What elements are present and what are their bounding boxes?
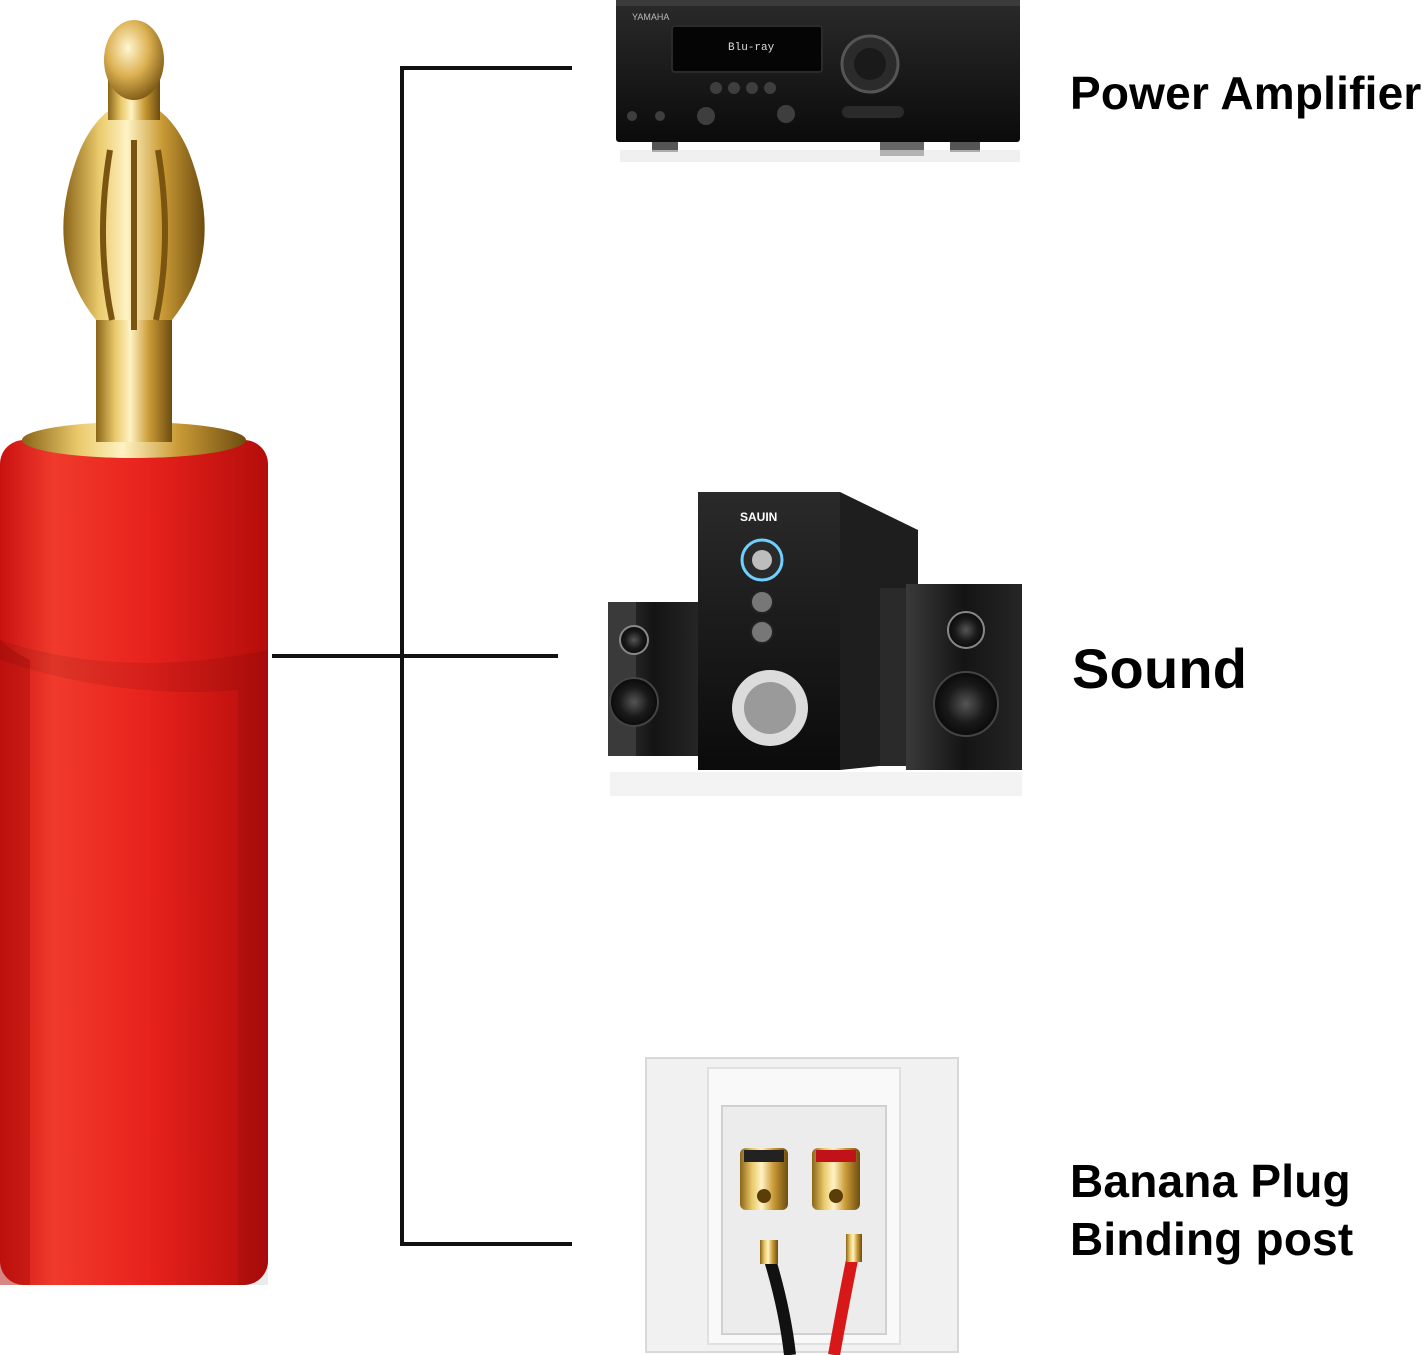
label-binding-post: Banana Plug Binding post <box>1070 1152 1353 1268</box>
amplifier-brand: YAMAHA <box>632 12 669 22</box>
banana-plug-icon <box>0 20 268 1285</box>
amplifier-display-text: Blu-ray <box>728 42 775 54</box>
speaker-brand: SAUIN <box>740 510 777 524</box>
label-power-amplifier: Power Amplifier <box>1070 67 1422 119</box>
label-sound: Sound <box>1072 637 1248 700</box>
speaker-set-icon <box>608 492 1022 796</box>
binding-post-plate-icon <box>645 1057 959 1355</box>
amplifier-icon <box>616 0 1020 162</box>
label-binding-post-line2: Binding post <box>1070 1213 1354 1265</box>
connector-lines <box>272 66 572 1246</box>
label-binding-post-line1: Banana Plug <box>1070 1155 1351 1207</box>
